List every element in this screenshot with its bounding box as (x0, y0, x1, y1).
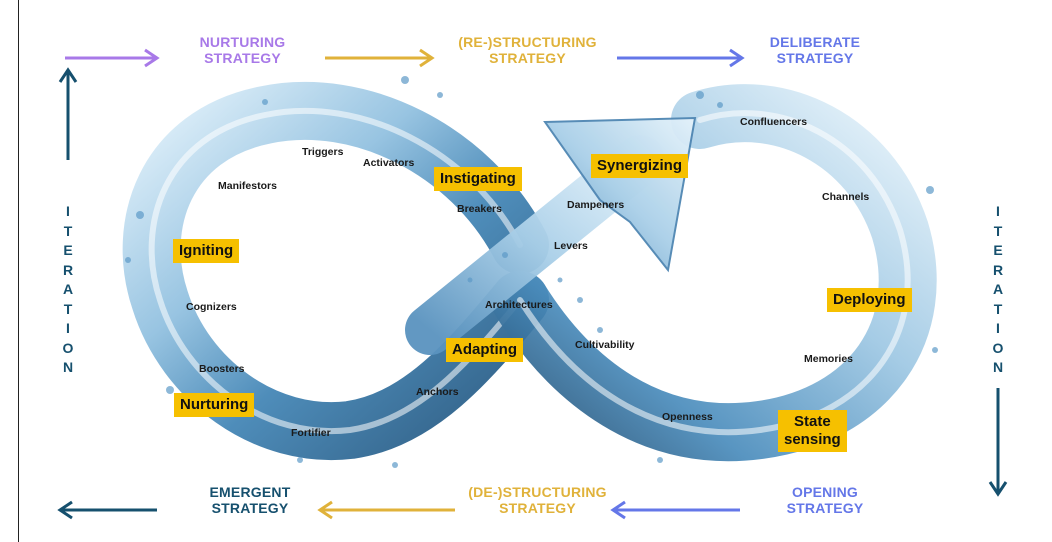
stage-deploying: Deploying (827, 288, 912, 312)
frame-divider (18, 0, 19, 542)
label-memories: Memories (804, 353, 854, 365)
label-anchors: Anchors (416, 386, 459, 398)
label-manifestors: Manifestors (218, 180, 277, 192)
label-fortifier: Fortifier (291, 427, 331, 439)
stage-adapting: Adapting (446, 338, 523, 362)
stage-synergizing: Synergizing (591, 154, 689, 178)
top-flow-arrows (65, 48, 745, 68)
stage-nurturing: Nurturing (174, 393, 255, 417)
label-dampeners: Dampeners (567, 199, 625, 211)
label-architectures: Architectures (485, 299, 553, 311)
label-confluencers: Confluencers (740, 116, 808, 128)
label-triggers: Triggers (302, 146, 344, 158)
label-levers: Levers (554, 240, 588, 252)
label-cognizers: Cognizers (186, 301, 237, 313)
label-boosters: Boosters (199, 363, 245, 375)
stage-igniting: Igniting (173, 239, 240, 263)
stage-instigating: Instigating (434, 167, 522, 191)
iteration-arrows (58, 67, 1008, 497)
stage-state-sensing: State sensing (778, 410, 847, 452)
state-sensing-line1: State (794, 413, 831, 430)
label-cultivability: Cultivability (575, 339, 635, 351)
label-activators: Activators (363, 157, 415, 169)
bottom-flow-arrows (57, 500, 740, 520)
label-openness: Openness (662, 411, 713, 423)
state-sensing-line2: sensing (784, 431, 841, 448)
label-breakers: Breakers (457, 203, 502, 215)
label-channels: Channels (822, 191, 870, 203)
